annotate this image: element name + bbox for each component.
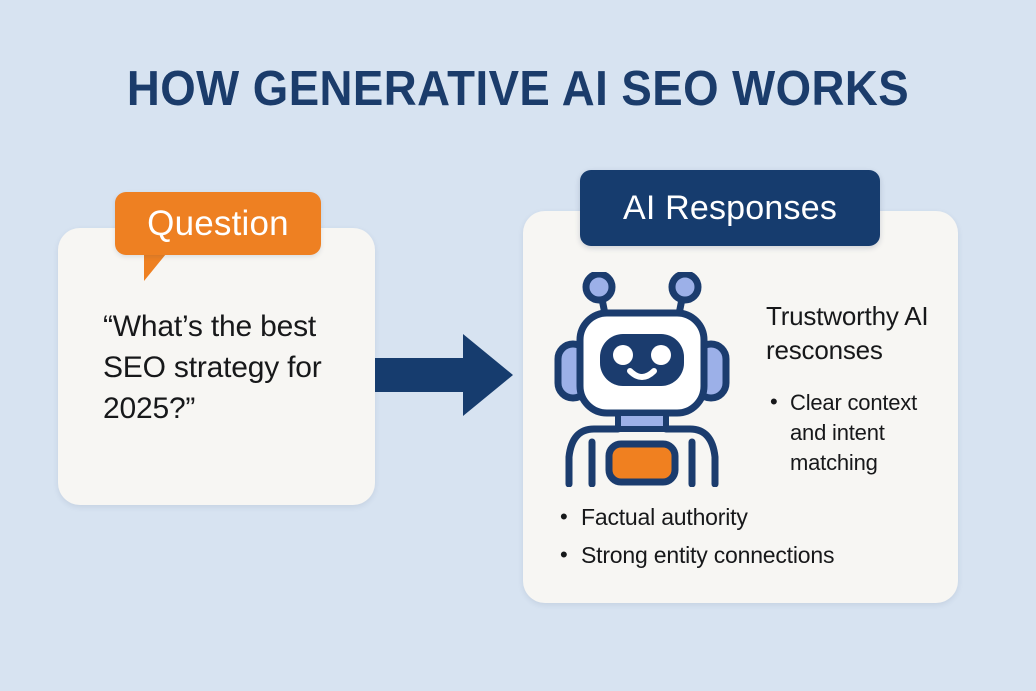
ai-responses-badge-label: AI Responses: [622, 189, 838, 227]
responses-heading: Trustworthy AI resconses: [766, 301, 929, 365]
list-item: Factual authority: [555, 498, 935, 536]
question-badge-tail: [144, 254, 166, 281]
question-card: [58, 228, 375, 505]
question-text: “What’s the best SEO strategy for 2025?”: [103, 310, 322, 425]
list-item: Strong entity connections: [555, 536, 935, 574]
responses-heading-bullets: Clear context and intent matching: [766, 387, 956, 478]
ai-responses-badge: AI Responses: [580, 170, 880, 246]
responses-bottom-bullets: Factual authority Strong entity connecti…: [555, 498, 935, 574]
question-badge: Question: [115, 192, 321, 255]
page-title: HOW GENERATIVE AI SEO WORKS: [126, 62, 910, 116]
question-badge-label: Question: [147, 204, 289, 243]
arrow-right-icon: [375, 330, 515, 420]
robot-icon: [544, 270, 744, 488]
list-item: Clear context and intent matching: [766, 387, 956, 478]
